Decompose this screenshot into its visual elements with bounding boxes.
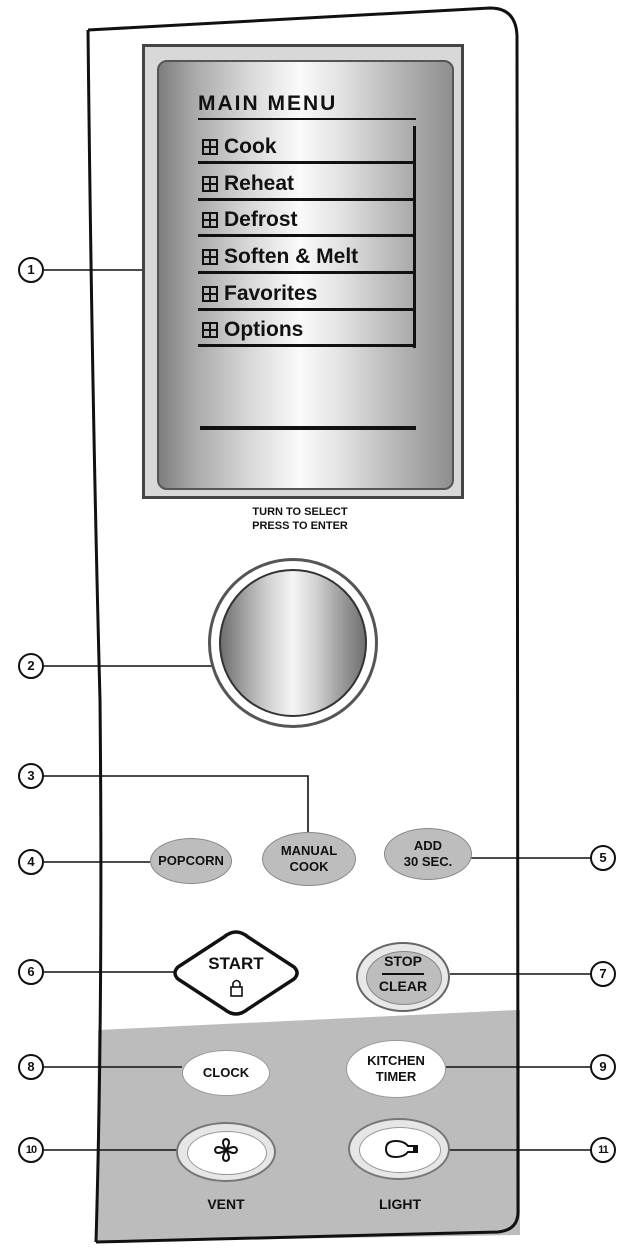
leader-3 [44, 775, 309, 832]
lock-icon [230, 979, 243, 997]
menu-item-favorites[interactable]: Favorites [198, 277, 416, 311]
clear-label: CLEAR [378, 978, 428, 994]
vent-label: VENT [207, 1196, 245, 1212]
expand-icon [202, 212, 218, 228]
menu-item-defrost[interactable]: Defrost [198, 203, 416, 237]
clock-button[interactable]: CLOCK [182, 1050, 270, 1096]
display-screen [157, 60, 454, 490]
callout-7: 7 [590, 961, 616, 987]
expand-icon [202, 322, 218, 338]
callout-11: 11 [590, 1137, 616, 1163]
expand-icon [202, 286, 218, 302]
dial-knob [219, 569, 367, 717]
leader-lines [44, 269, 590, 1151]
panel-shade-band [96, 1010, 520, 1242]
stop-label: STOP [384, 953, 422, 969]
callout-9: 9 [590, 1054, 616, 1080]
menu-item-reheat[interactable]: Reheat [198, 167, 416, 201]
light-bulb-icon [384, 1139, 418, 1159]
stop-clear-button[interactable] [356, 942, 450, 1012]
callout-4: 4 [18, 849, 44, 875]
callout-6: 6 [18, 959, 44, 985]
menu-title-underline [198, 118, 416, 120]
callout-10: 10 [18, 1137, 44, 1163]
panel-outline [87, 6, 520, 1244]
dial-caption-press: PRESS TO ENTER [252, 520, 348, 532]
menu-item-soften-melt[interactable]: Soften & Melt [198, 240, 416, 274]
menu-title: MAIN MENU [198, 92, 338, 115]
light-button[interactable] [348, 1118, 450, 1180]
light-label: LIGHT [379, 1196, 421, 1212]
add-30-sec-button[interactable]: ADD 30 SEC. [384, 828, 472, 880]
light-button-face [359, 1127, 441, 1173]
menu-bottom-bar [200, 426, 416, 430]
stop-clear-face [366, 951, 442, 1005]
menu-item-options[interactable]: Options [198, 313, 416, 347]
callout-1: 1 [18, 257, 44, 283]
dial-caption-turn: TURN TO SELECT [252, 506, 348, 518]
expand-icon [202, 249, 218, 265]
callout-2: 2 [18, 653, 44, 679]
popcorn-button[interactable]: POPCORN [150, 838, 232, 884]
fan-icon [213, 1137, 239, 1163]
expand-icon [202, 139, 218, 155]
menu-item-cook[interactable]: Cook [198, 130, 416, 164]
select-dial[interactable] [208, 558, 378, 728]
expand-icon [202, 176, 218, 192]
kitchen-timer-button[interactable]: KITCHEN TIMER [346, 1040, 446, 1098]
callout-5: 5 [590, 845, 616, 871]
start-label: START [208, 954, 264, 973]
menu-scroll-rule [413, 126, 416, 348]
callout-3: 3 [18, 763, 44, 789]
manual-cook-button[interactable]: MANUAL COOK [262, 832, 356, 886]
panel-left-edge [86, 29, 103, 1243]
stop-clear-divider [382, 973, 424, 975]
start-button[interactable] [170, 928, 302, 1018]
callout-8: 8 [18, 1054, 44, 1080]
